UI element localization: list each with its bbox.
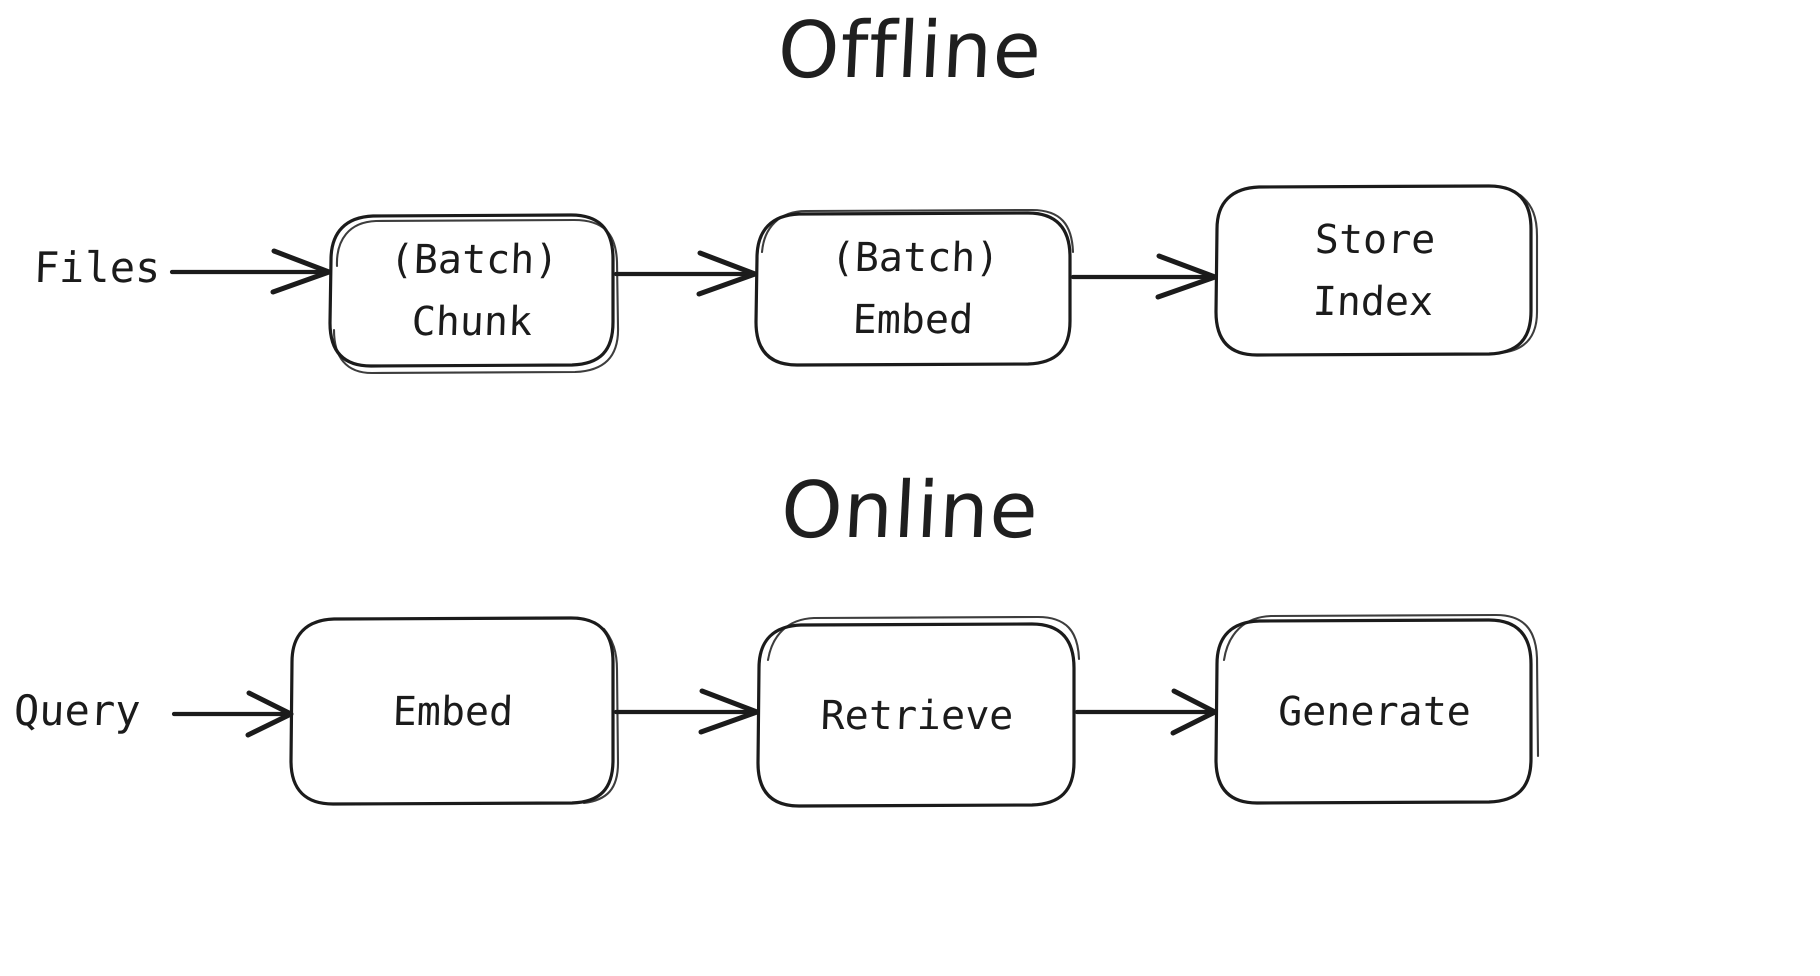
node-label-batch-chunk: (Batch) Chunk: [388, 237, 560, 345]
node-label-batch-embed: (Batch) Embed: [829, 235, 1001, 343]
edge-batch-chunk-to-batch-embed: [613, 250, 758, 297]
edge-retrieve-to-generate: [1074, 688, 1218, 736]
edge-entry-label-files: Files: [33, 243, 162, 292]
node-label-generate: Generate: [1277, 689, 1472, 735]
edge-embed-to-retrieve: [613, 688, 760, 735]
node-box-store-index[interactable]: [1214, 184, 1539, 357]
section-title-offline: Offline: [775, 6, 1045, 96]
node-label-store-index: Store Index: [1311, 217, 1437, 325]
edge-entry-label-query: Query: [13, 686, 142, 735]
node-box-retrieve[interactable]: [756, 615, 1081, 808]
node-box-batch-embed[interactable]: [754, 208, 1075, 367]
node-box-embed[interactable]: [289, 616, 620, 806]
node-label-retrieve: Retrieve: [819, 692, 1015, 739]
node-box-batch-chunk[interactable]: [328, 213, 620, 375]
node-box-generate[interactable]: [1214, 613, 1540, 805]
edge-files-to-batch-chunk: [169, 248, 332, 295]
section-title-online: Online: [778, 466, 1042, 556]
edge-batch-embed-to-store-index: [1070, 253, 1218, 300]
edge-query-to-embed: [171, 690, 294, 738]
node-label-embed: Embed: [391, 688, 515, 735]
